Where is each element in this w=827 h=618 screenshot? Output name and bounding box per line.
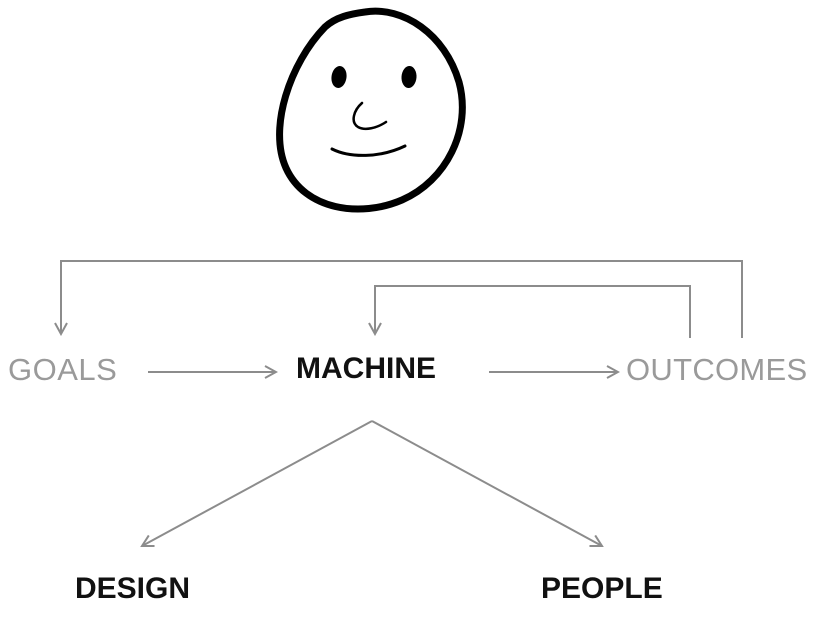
node-people: PEOPLE	[541, 572, 663, 605]
node-outcomes: OUTCOMES	[626, 352, 808, 387]
right-eye	[401, 66, 417, 88]
nose	[352, 101, 388, 131]
node-goals: GOALS	[8, 352, 118, 387]
arrow-machine-to-people	[371, 420, 602, 546]
mouth	[330, 144, 407, 157]
face-outline	[276, 7, 466, 213]
feedback-arrow-outcomes-to-goals	[61, 260, 743, 338]
smiling-face-icon	[276, 7, 466, 213]
node-machine: MACHINE	[296, 352, 436, 385]
left-eye	[331, 66, 347, 88]
node-design: DESIGN	[75, 572, 191, 605]
arrow-machine-to-design	[142, 420, 373, 546]
feedback-arrow-outcomes-to-machine	[375, 285, 691, 338]
